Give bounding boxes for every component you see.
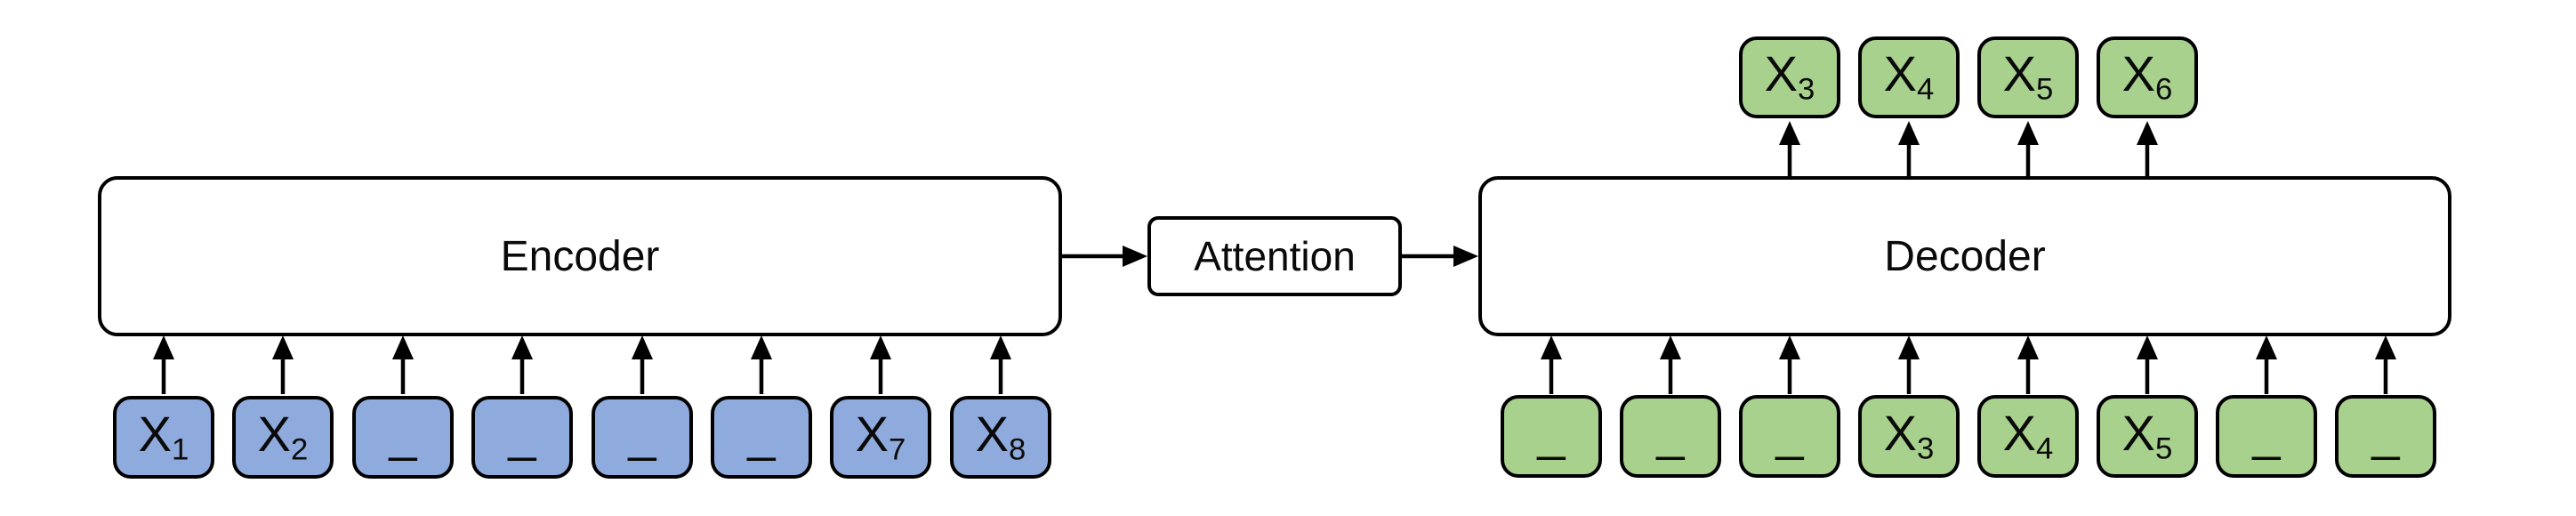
token-label: _: [747, 405, 776, 462]
encoder-input-token-3: _: [352, 396, 454, 479]
decoder-input-arrows: [1541, 335, 2396, 394]
encoder-input-token-4: _: [471, 396, 573, 479]
token-label: X5: [2002, 45, 2054, 107]
decoder-output-token-1: X3: [1739, 36, 1840, 118]
token-label: _: [628, 405, 656, 462]
decoder-box: Decoder: [1478, 176, 2451, 336]
decoder-input-token-6: X5: [2097, 395, 2198, 478]
decoder-input-token-1: _: [1501, 395, 1602, 478]
token-label: _: [1537, 404, 1566, 461]
token-label: _: [1775, 404, 1804, 461]
encoder-input-token-2: X2: [232, 396, 334, 479]
token-label: _: [508, 405, 536, 462]
token-label: X6: [2121, 45, 2173, 107]
token-label: X1: [138, 405, 189, 467]
attention-box: Attention: [1147, 216, 1402, 296]
encoder-input-token-1: X1: [113, 396, 214, 479]
encoder-input-token-7: X7: [830, 396, 931, 479]
decoder-output-token-4: X6: [2097, 36, 2198, 118]
encoder-input-token-5: _: [592, 396, 693, 479]
token-label: X7: [855, 405, 906, 467]
decoder-label: Decoder: [1884, 232, 2046, 280]
decoder-input-token-3: _: [1739, 395, 1840, 478]
token-label: _: [2371, 404, 2400, 461]
attention-to-decoder-arrow: [1402, 246, 1478, 267]
token-label: X3: [1883, 404, 1935, 466]
decoder-input-token-2: _: [1620, 395, 1721, 478]
token-label: _: [389, 405, 417, 462]
encoder-input-arrows: [153, 335, 1011, 394]
attention-label: Attention: [1194, 233, 1356, 279]
token-label: X5: [2121, 404, 2173, 466]
token-label: X4: [2002, 404, 2054, 466]
token-label: X3: [1764, 45, 1815, 107]
token-label: X8: [975, 405, 1026, 467]
decoder-output-token-3: X5: [1977, 36, 2079, 118]
decoder-input-token-7: _: [2216, 395, 2317, 478]
encoder-input-token-6: _: [711, 396, 812, 479]
token-label: X4: [1883, 45, 1935, 107]
decoder-input-token-8: _: [2335, 395, 2436, 478]
encoder-label: Encoder: [500, 232, 660, 280]
token-label: _: [2252, 404, 2281, 461]
encoder-input-token-8: X8: [950, 396, 1051, 479]
token-label: X2: [257, 405, 309, 467]
decoder-input-token-4: X3: [1858, 395, 1960, 478]
token-label: _: [1656, 404, 1685, 461]
encoder-to-attention-arrow: [1062, 246, 1147, 267]
decoder-output-arrows: [1779, 121, 2158, 177]
decoder-output-token-2: X4: [1858, 36, 1960, 118]
decoder-input-token-5: X4: [1977, 395, 2079, 478]
encoder-box: Encoder: [98, 176, 1062, 336]
